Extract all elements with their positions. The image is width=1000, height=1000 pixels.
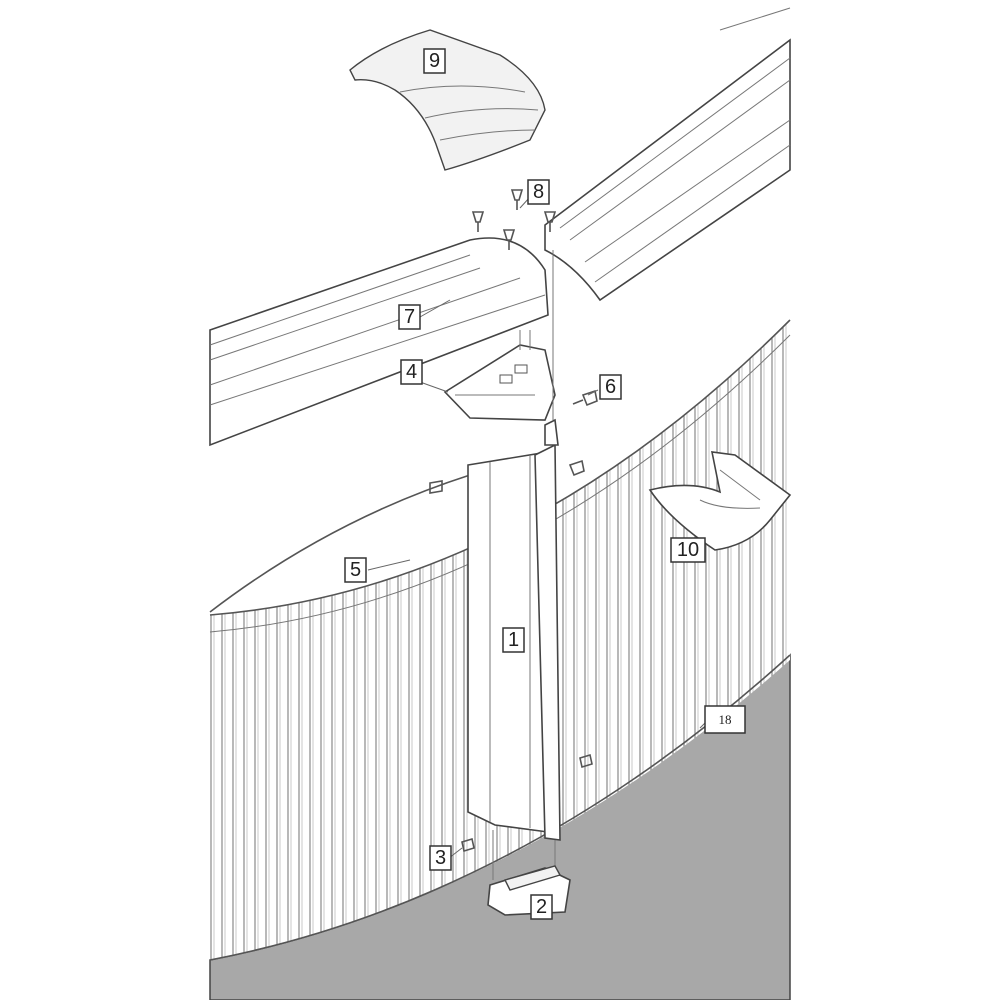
svg-text:6: 6 <box>605 376 616 398</box>
top-plate-bracket <box>443 344 556 421</box>
svg-text:5: 5 <box>350 559 361 581</box>
callout-2: 2 <box>530 894 553 920</box>
callout-9: 9 <box>423 48 446 74</box>
top-cap <box>349 29 546 171</box>
top-rail-left <box>209 237 549 447</box>
svg-text:1: 1 <box>508 629 519 651</box>
callout-8: 8 <box>527 179 550 205</box>
liner-edge <box>209 474 471 613</box>
svg-text:10: 10 <box>677 539 699 561</box>
callout-10: 10 <box>670 537 706 563</box>
guide-lines <box>492 250 556 880</box>
callout-5: 5 <box>344 557 367 583</box>
callout-7: 7 <box>398 304 421 330</box>
callout-6: 6 <box>599 374 622 400</box>
skimmer <box>648 451 792 551</box>
top-rail-right <box>544 7 791 302</box>
screws-top <box>471 189 557 250</box>
svg-text:9: 9 <box>429 50 440 72</box>
callout-4: 4 <box>400 359 423 385</box>
svg-text:3: 3 <box>435 847 446 869</box>
callout-3: 3 <box>429 845 452 871</box>
svg-text:18: 18 <box>719 712 732 727</box>
svg-text:8: 8 <box>533 181 544 203</box>
svg-text:7: 7 <box>404 306 415 328</box>
screws-side <box>429 389 598 853</box>
svg-text:2: 2 <box>536 896 547 918</box>
callout-1: 1 <box>502 627 525 653</box>
svg-text:4: 4 <box>406 361 417 383</box>
callout-18: 18 <box>704 705 746 734</box>
